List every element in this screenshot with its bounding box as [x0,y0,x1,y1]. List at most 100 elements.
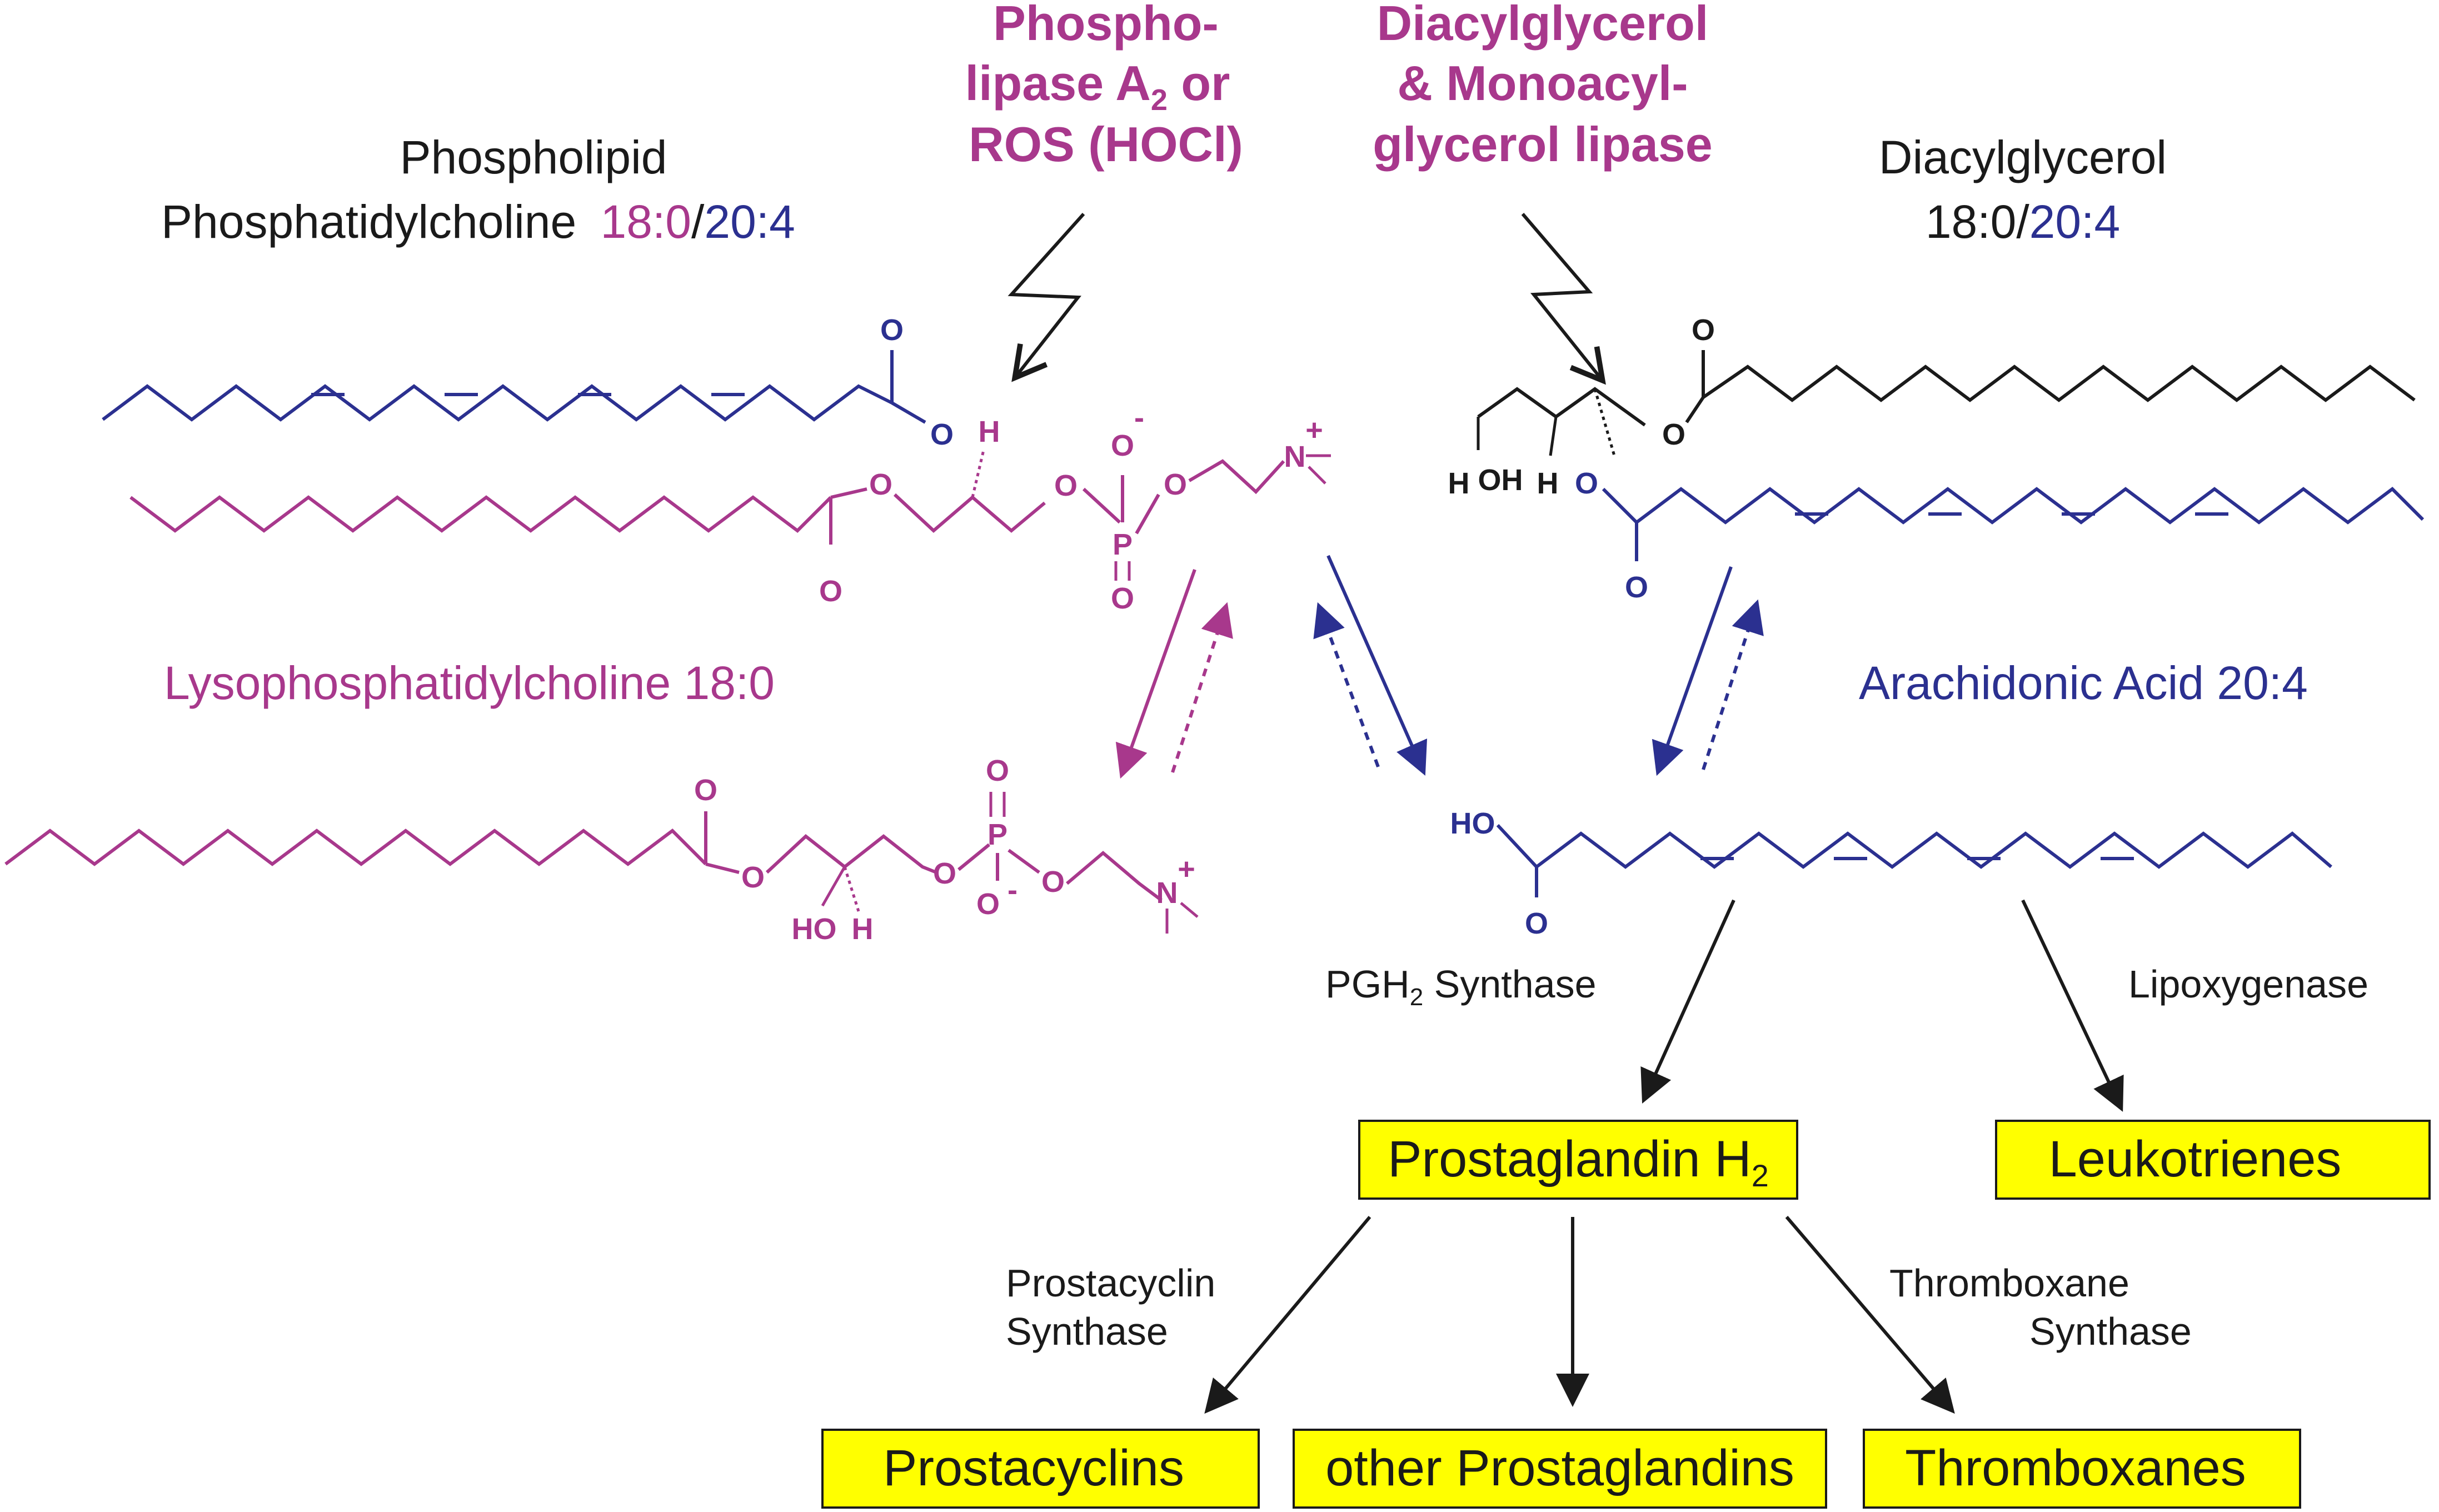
lysopc-label: Lysophosphatidylcholine 18:0 [164,657,775,709]
lysopc-po-bond [957,843,990,871]
diacylglycerol-structure: O O H OH H O O [1448,313,2425,604]
lysopc-n-methyl-1 [1180,902,1199,918]
lysopc-phosphorus: P [987,818,1007,851]
aa-release-from-pc-arrow [1326,555,1428,776]
aa-ho: HO [1450,807,1495,840]
pc-stearoyl-chain [129,495,832,533]
aa-chain [1496,824,2332,870]
dag-oh: OH [1478,463,1523,497]
pc-p-o3-bond [1135,493,1160,535]
dag-title: Diacylglycerol [1879,131,2167,183]
aa-reacylation-pc-arrow [1313,602,1380,768]
lysopc-ester-o: O [741,861,765,894]
thromboxane-synthase-line2: Synthase [2029,1310,2192,1353]
dag-c2-dash [1593,388,1616,456]
pc-po-bond [1082,487,1121,524]
dag-arachidonoyl-chain [1602,487,2425,525]
lysopc-reacylation-arrow [1171,602,1233,773]
pgh2-synthase-subscript: 2 [1410,984,1423,1011]
leukotrienes-text: Leukotrienes [2049,1131,2342,1187]
pc-choline-chain [1188,459,1285,495]
pc-plus-charge: + [1305,413,1323,447]
arachidonic-acid-structure: HO O [1450,807,2332,940]
prostacyclins-text: Prostacyclins [883,1440,1184,1496]
other-prostaglandins-text: other Prostaglandins [1325,1440,1794,1496]
lysopc-ho: HO [792,912,837,946]
thromboxanes-rect [1863,1429,2301,1509]
pla2-or: or [1168,56,1230,111]
lipoxygenase-arrow [2021,899,2124,1112]
dag-h2: H [1537,467,1559,500]
pc-name: Phosphatidylcholine [161,196,576,248]
lysopc-nitrogen: N [1156,876,1178,910]
pc-ester-o: O [930,418,954,451]
lysopc-h: H [852,912,874,946]
prostacyclins-box: Prostacyclins [821,1429,1260,1509]
prostacyclin-synthase-line2: Synthase [1006,1310,1168,1353]
dag-lipase-lightning-arrow [1521,213,1606,385]
prostaglandin-h2-rect [1358,1120,1798,1200]
prostaglandin-h2-box: Prostaglandin H2 [1358,1120,1798,1200]
phosphatidylcholine-label: Phospholipid Phosphatidylcholine 18:0/20… [161,131,795,248]
thromboxanes-box: Thromboxanes [1863,1429,2301,1509]
pc-n-methyl-1 [1308,466,1326,485]
thromboxanes-text: Thromboxanes [1905,1440,2246,1496]
lysopc-release-arrow [1115,568,1196,779]
phospholipase-label: Phospho- lipase A2 or ROS (HOCl) [965,0,1243,172]
pc-sn1-carbonyl-o: O [819,575,842,608]
aa-carbonyl-o: O [1525,907,1548,940]
pgh2-synthase-rest: Synthase [1423,962,1596,1006]
lysopc-h-dash [843,866,860,912]
lysopc-choline-chain [1066,851,1163,902]
pc-o-minus: O [1111,429,1134,462]
phosphatidylcholine-structure: O O O O H O P O - O O N + [102,313,1331,615]
pc-arachidonoyl-chain [102,384,893,422]
lysopc-ester-bond [705,862,740,874]
lysopc-minus-charge: - [1007,874,1018,907]
dag-h1: H [1448,467,1470,500]
pgh2-synthase-label: PGH2 Synthase [1325,962,1597,1011]
pc-slash: / [691,196,705,248]
pla2-line3: ROS (HOCl) [969,117,1243,172]
dag-c2-bond [1549,416,1558,456]
pc-sn1: 18:0 [601,196,692,248]
aa-reacylation-dag-arrow [1702,599,1764,770]
pgh2-synthase-arrow [1640,899,1735,1104]
leukotrienes-rect [1995,1120,2431,1200]
prostaglandin-h2-text: Prostaglandin H2 [1388,1131,1769,1193]
lysophosphatidylcholine-structure: O O HO H O P O O - O N + [4,754,1199,946]
dag-sn2: 20:4 [2029,196,2121,248]
lysopc-p-o-double: O [986,754,1009,787]
pc-carbonyl-o: O [880,313,904,347]
thromboxane-synthase-line1: Thromboxane [1889,1261,2129,1305]
prostacyclin-synthase-line1: Prostacyclin [1006,1261,1215,1305]
lysopc-o-minus: O [976,887,1000,921]
pla2-text: lipase A [965,56,1151,111]
other-prostaglandins-box: other Prostaglandins [1293,1429,1827,1509]
pc-phosphorus: P [1113,528,1133,561]
dag-sn2-ester-o: O [1575,467,1598,500]
pc-sn1-ester-o: O [869,468,892,501]
leukotrienes-box: Leukotrienes [1995,1120,2431,1200]
pc-stereo-h-bond [971,450,985,498]
lipoxygenase-label: Lipoxygenase [2128,962,2368,1006]
pla2-line2: lipase A2 or [965,56,1230,117]
pgh2-name: Prostaglandin H [1388,1131,1752,1187]
diacylglycerol-label: Diacylglycerol 18:0/20:4 [1879,131,2167,248]
aa-label: Arachidonic Acid 20:4 [1859,657,2308,709]
lysopc-plus-charge: + [1178,852,1195,886]
phosphatidylcholine-title: Phosphatidylcholine 18:0/20:4 [161,196,795,248]
dag-lipase-label: Diacylglycerol & Monoacyl- glycerol lipa… [1373,0,1712,172]
lysopc-glycerol-backbone [765,834,937,874]
dag-lipase-line1: Diacylglycerol [1377,0,1709,51]
pc-ester-bond [891,401,926,424]
dag-chains: 18:0/20:4 [1926,196,2120,248]
pc-glycerol-backbone [893,493,1046,533]
pla2-lightning-arrow [1007,212,1085,382]
dag-ester-o: O [1662,418,1685,451]
dag-carbonyl-o: O [1692,313,1715,347]
pc-phosphate-o3: O [1164,468,1187,501]
thromboxane-synthase-arrow [1785,1216,1955,1414]
pc-sn2: 20:4 [704,196,795,248]
